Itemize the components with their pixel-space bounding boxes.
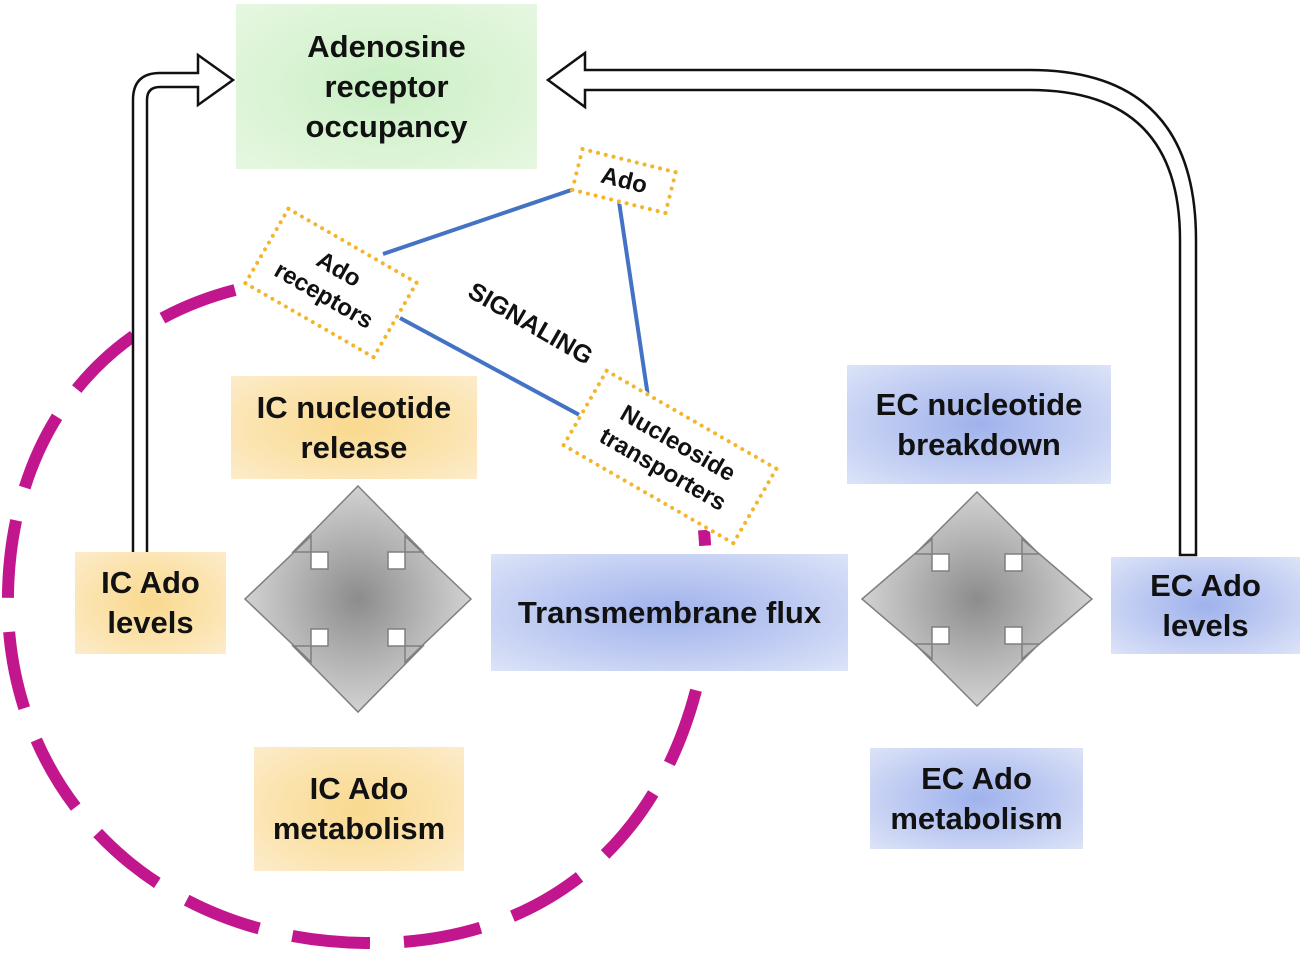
ec-nucleotide-breakdown-box: EC nucleotide breakdown xyxy=(847,365,1111,484)
ec-nucleotide-breakdown-label: EC nucleotide breakdown xyxy=(875,386,1083,462)
right-feedback-arrow xyxy=(545,50,1198,557)
ic-ado-metabolism-box: IC Ado metabolism xyxy=(254,747,464,871)
ec-ado-levels-label: EC Ado levels xyxy=(1150,567,1261,643)
cell-membrane-dashed xyxy=(1,284,717,950)
ic-ado-metabolism-label: IC Ado metabolism xyxy=(272,771,446,846)
transmembrane-flux-box: Transmembrane flux xyxy=(491,554,848,671)
left-four-way-arrow-icon xyxy=(243,484,473,714)
ic-ado-levels-label: IC Ado levels xyxy=(101,565,200,640)
ic-nucleotide-release-label: IC nucleotide release xyxy=(256,389,452,465)
right-four-way-arrow-icon xyxy=(860,490,1094,708)
ic-ado-levels-box: IC Ado levels xyxy=(75,552,226,654)
ec-ado-levels-box: EC Ado levels xyxy=(1111,557,1300,654)
adenosine-receptor-occupancy-box: Adenosine receptor occupancy xyxy=(236,4,537,169)
ic-nucleotide-release-box: IC nucleotide release xyxy=(231,376,477,479)
signaling-triangle xyxy=(382,181,652,427)
ado-node-label: Ado xyxy=(598,161,651,200)
ec-ado-metabolism-label: EC Ado metabolism xyxy=(890,760,1063,836)
ec-ado-metabolism-box: EC Ado metabolism xyxy=(870,748,1083,849)
left-feedback-arrow xyxy=(131,52,236,557)
adenosine-receptor-occupancy-label: Adenosine receptor occupancy xyxy=(305,28,468,144)
transmembrane-flux-label: Transmembrane flux xyxy=(517,594,822,630)
